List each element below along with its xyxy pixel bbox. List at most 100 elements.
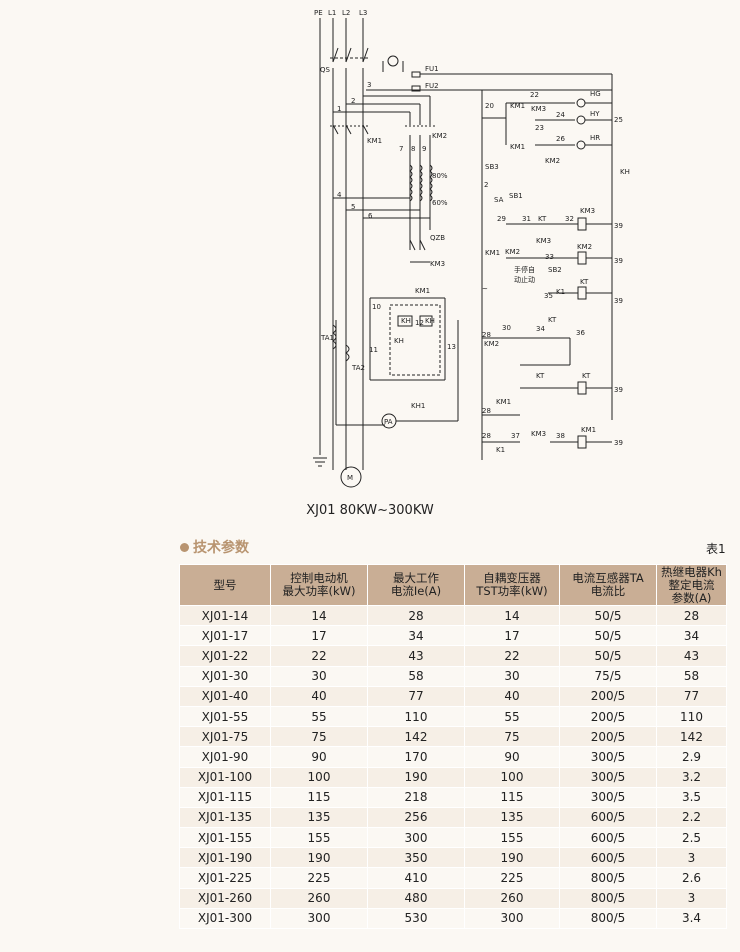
table-cell: 115 xyxy=(270,786,368,808)
table-cell: 30 xyxy=(464,665,560,687)
table-header-cell: 控制电动机 最大功率(kW) xyxy=(270,564,368,606)
node-39-b: 39 xyxy=(614,257,623,265)
table-cell: 3.5 xyxy=(656,786,727,808)
table-cell: 34 xyxy=(367,625,465,647)
table-cell: 200/5 xyxy=(559,705,657,728)
table-cell: 800/5 xyxy=(559,887,657,909)
table-cell: 90 xyxy=(270,746,368,768)
node-28-c: 28 xyxy=(482,432,491,440)
table-cell: 75/5 xyxy=(559,665,657,687)
table-cell: 28 xyxy=(656,604,727,627)
node-37: 37 xyxy=(511,432,520,440)
label-km2-c: KM2 xyxy=(505,248,520,256)
label-km3-ctl: KM3 xyxy=(531,105,546,113)
table-cell: 190 xyxy=(270,847,368,869)
node-3: 3 xyxy=(367,81,371,89)
table-cell: 225 xyxy=(270,867,368,889)
table-cell: 43 xyxy=(656,645,727,667)
node-6: 6 xyxy=(368,212,373,220)
table-cell: 260 xyxy=(270,887,368,909)
table-cell: 155 xyxy=(270,827,368,849)
table-cell: 58 xyxy=(656,665,727,687)
table-cell: 50/5 xyxy=(559,645,657,667)
label-fu2: FU2 xyxy=(425,82,439,90)
table-cell: 55 xyxy=(270,705,368,728)
node-36: 36 xyxy=(576,329,585,337)
table-header-cell: 自耦变压器 TST功率(kW) xyxy=(464,564,560,606)
label-fu1: FU1 xyxy=(425,65,439,73)
label-kt-2: KT xyxy=(548,316,557,324)
table-cell: XJ01-190 xyxy=(179,847,271,869)
node-28-a: 28 xyxy=(482,331,491,339)
table-cell: 28 xyxy=(367,604,465,627)
node-28-b: 28 xyxy=(482,407,491,415)
node-9: 9 xyxy=(422,145,426,153)
node-8: 8 xyxy=(411,145,415,153)
label-k1-a: K1 xyxy=(556,288,565,296)
node-34: 34 xyxy=(536,325,545,333)
node-22: 22 xyxy=(530,91,539,99)
label-kt-3: KT xyxy=(536,372,545,380)
label-km1-ctl2: KM1 xyxy=(510,143,525,151)
section-title: 技术参数 xyxy=(180,537,249,557)
circuit-diagram: PE L1 L2 L3 QS FU1 FU2 3 1 2 KM1 KM2 7 8… xyxy=(313,9,630,488)
node-13: 13 xyxy=(447,343,456,351)
label-sb3: SB3 xyxy=(485,163,499,171)
table-cell: 2.9 xyxy=(656,746,727,768)
node-38: 38 xyxy=(556,432,565,440)
node-26: 26 xyxy=(556,135,565,143)
label-ta1: TA1 xyxy=(320,334,334,342)
label-kt-coil: KT xyxy=(580,278,589,286)
table-cell: 50/5 xyxy=(559,625,657,647)
node-29: 29 xyxy=(497,215,506,223)
node-30: 30 xyxy=(502,324,511,332)
label-hg: HG xyxy=(590,90,601,98)
node-24: 24 xyxy=(556,111,565,119)
label-km2: KM2 xyxy=(432,132,447,140)
table-cell: 77 xyxy=(367,685,465,707)
table-cell: 17 xyxy=(270,625,368,647)
table-cell: XJ01-55 xyxy=(179,705,271,728)
table-cell: 14 xyxy=(464,604,560,627)
label-hy: HY xyxy=(590,110,600,118)
table-cell: 200/5 xyxy=(559,726,657,748)
label-pa: PA xyxy=(384,418,393,426)
label-manual1: 手停自 xyxy=(514,265,535,274)
label-80: 80% xyxy=(432,172,448,180)
table-cell: 256 xyxy=(367,806,465,829)
table-cell: 75 xyxy=(270,726,368,748)
table-cell: 170 xyxy=(367,746,465,768)
table-cell: XJ01-100 xyxy=(179,766,271,788)
table-cell: XJ01-260 xyxy=(179,887,271,909)
node-32: 32 xyxy=(565,215,574,223)
table-cell: 300 xyxy=(270,907,368,930)
label-km3: KM3 xyxy=(430,260,445,268)
table-cell: XJ01-17 xyxy=(179,625,271,647)
label-kh-b: KH xyxy=(425,317,435,325)
table-cell: 2.5 xyxy=(656,827,727,849)
table-header-cell: 热继电器Kh 整定电流 参数(A) xyxy=(656,564,727,606)
table-label: 表1 xyxy=(706,542,726,556)
node-2: 2 xyxy=(351,97,355,105)
label-pe: PE xyxy=(314,9,323,17)
table-cell: 350 xyxy=(367,847,465,869)
table-cell: 43 xyxy=(367,645,465,667)
node-31: 31 xyxy=(522,215,531,223)
table-cell: 530 xyxy=(367,907,465,930)
table-cell: XJ01-75 xyxy=(179,726,271,748)
table-cell: 218 xyxy=(367,786,465,808)
label-km3-e: KM3 xyxy=(531,430,546,438)
table-cell: 100 xyxy=(464,766,560,788)
label-km3-coil: KM3 xyxy=(580,207,595,215)
table-cell: 34 xyxy=(656,625,727,647)
label-60: 60% xyxy=(432,199,448,207)
table-cell: 300/5 xyxy=(559,766,657,788)
table-cell: XJ01-40 xyxy=(179,685,271,707)
table-cell: 50/5 xyxy=(559,604,657,627)
node-2-ctl: 2 xyxy=(484,181,488,189)
